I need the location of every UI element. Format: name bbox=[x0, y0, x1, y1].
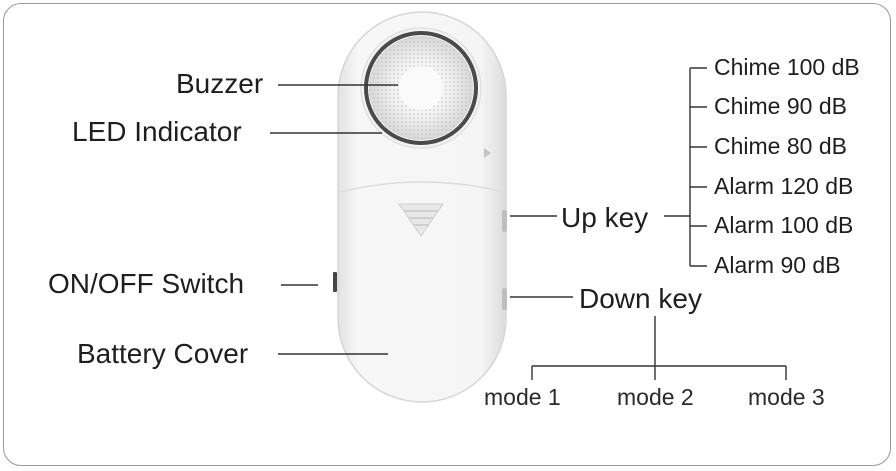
diagram-frame bbox=[3, 3, 891, 466]
up-key-option: Alarm 100 dB bbox=[714, 212, 854, 238]
up-key-option: Chime 100 dB bbox=[714, 54, 860, 80]
on-off-switch-knob bbox=[333, 272, 337, 292]
up-key-label: Up key bbox=[561, 202, 649, 233]
down-key-label: Down key bbox=[579, 283, 702, 314]
down-key-mode: mode 1 bbox=[484, 384, 561, 410]
up-key-button bbox=[502, 210, 507, 232]
led-indicator-icon bbox=[484, 148, 491, 158]
down-key-button bbox=[502, 288, 507, 310]
led-indicator-label: LED Indicator bbox=[72, 116, 242, 147]
down-key-mode: mode 3 bbox=[748, 384, 825, 410]
leader-lines bbox=[270, 67, 787, 380]
up-key-option: Chime 90 dB bbox=[714, 93, 847, 119]
up-key-option: Alarm 120 dB bbox=[714, 173, 854, 199]
up-key-option: Alarm 90 dB bbox=[714, 252, 841, 278]
on-off-switch-label: ON/OFF Switch bbox=[48, 268, 245, 299]
up-key-option: Chime 80 dB bbox=[714, 133, 847, 159]
buzzer-label: Buzzer bbox=[176, 68, 264, 99]
down-key-mode: mode 2 bbox=[617, 384, 694, 410]
battery-cover-label: Battery Cover bbox=[77, 338, 249, 369]
buzzer-grille bbox=[360, 27, 482, 149]
battery-cover-logo-icon bbox=[398, 203, 444, 237]
